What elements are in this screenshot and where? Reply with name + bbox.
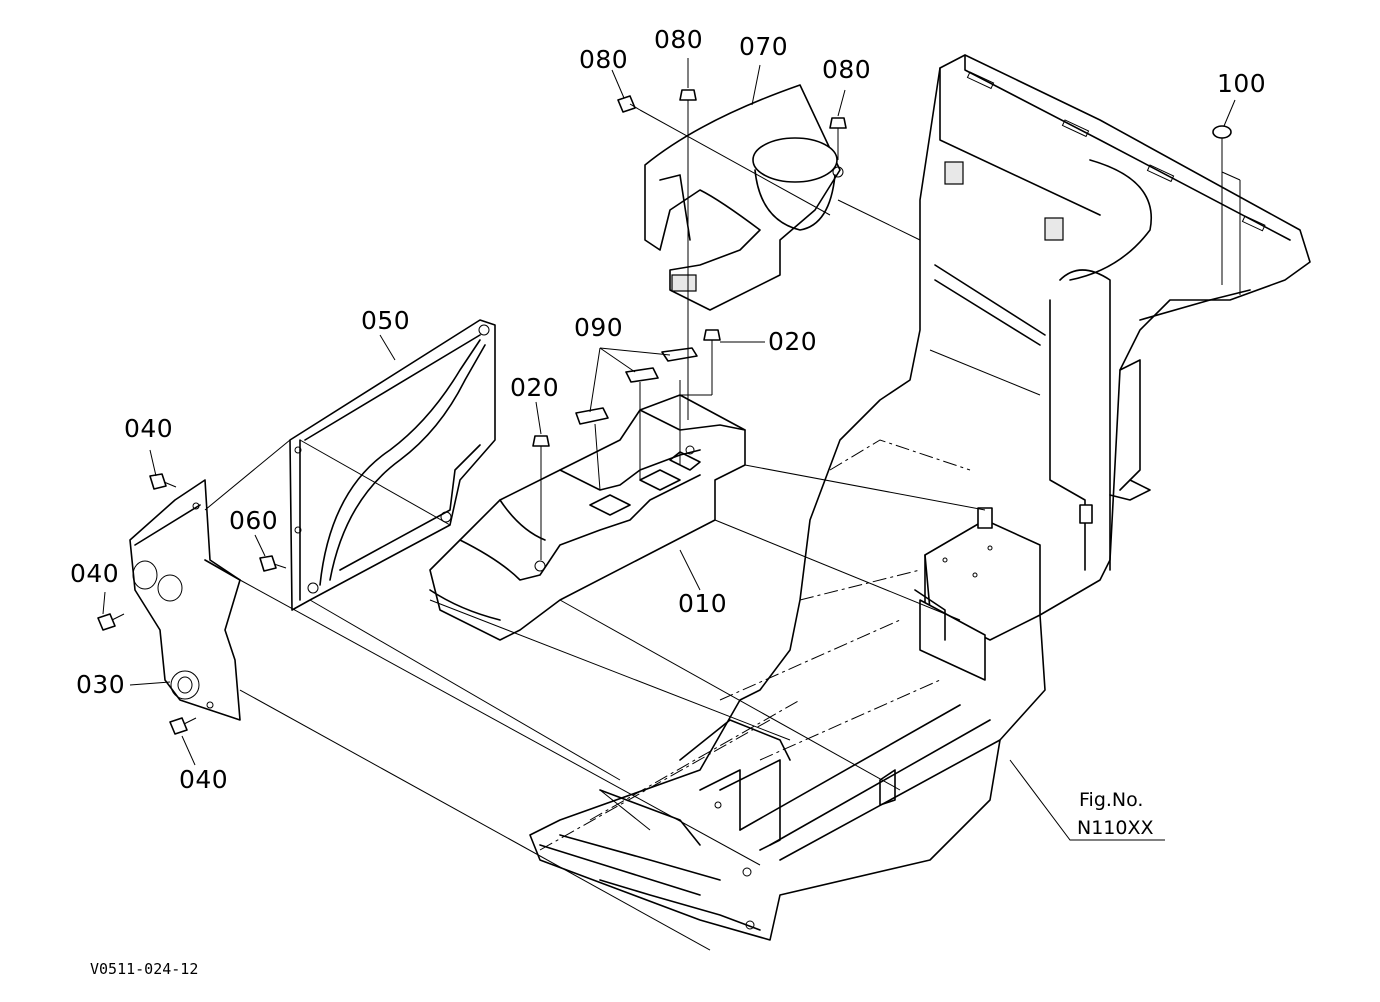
bolt-100-icon [1212,125,1232,150]
bolt-040-top-icon [149,473,177,490]
label-040-bottom: 040 [179,765,228,794]
bolt-080-mid-icon [679,89,697,112]
label-060: 060 [229,506,278,535]
fig-number: N110XX [1077,817,1154,839]
label-070: 070 [739,32,788,61]
label-020-right: 020 [768,327,817,356]
part-050-panel [289,319,496,611]
bolt-040-bottom-icon [169,717,197,735]
part-labels: 080 080 070 080 100 050 090 020 020 040 … [70,25,1266,794]
label-020-left: 020 [510,373,559,402]
bolt-020-right-icon [703,329,721,354]
bolt-080-right-icon [829,117,847,140]
label-010: 010 [678,589,727,618]
document-code: V0511-024-12 [90,960,198,978]
bolt-080-left-icon [617,95,641,113]
bolt-020-left-icon [532,435,550,458]
label-080-right: 080 [822,55,871,84]
label-080-left: 080 [579,45,628,74]
figure-reference: Fig.No. N110XX [1077,789,1154,839]
bolt-040-mid-icon [97,613,125,631]
label-030: 030 [76,670,125,699]
label-040-top: 040 [124,414,173,443]
part-030-front-cover [129,479,241,721]
label-080-mid: 080 [654,25,703,54]
label-090: 090 [574,313,623,342]
bolt-060-icon [259,555,287,572]
fig-caption: Fig.No. [1079,789,1143,811]
part-070-shroud [644,84,844,311]
label-100: 100 [1217,69,1266,98]
label-050: 050 [361,306,410,335]
label-040-mid: 040 [70,559,119,588]
leader-lines [102,58,1241,951]
